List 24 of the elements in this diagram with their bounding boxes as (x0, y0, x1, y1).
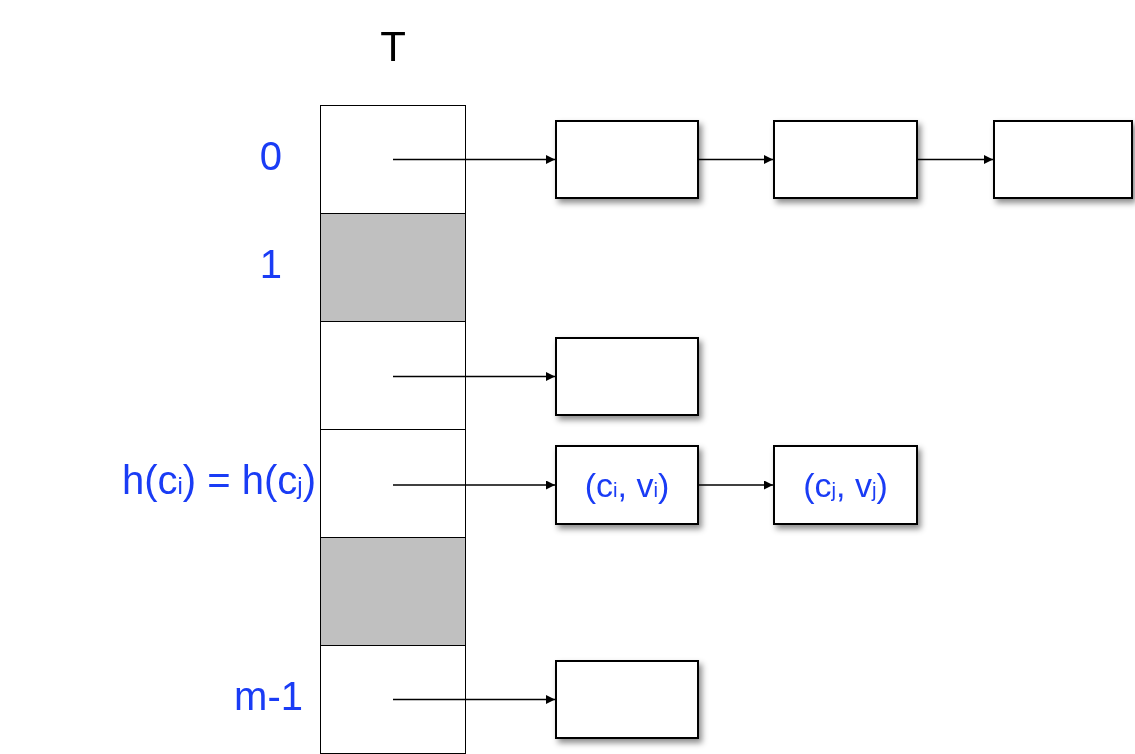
arrow (392, 695, 556, 704)
table-cell (320, 321, 466, 430)
list-node-box (555, 660, 699, 739)
index-label: m-1 (234, 673, 303, 719)
arrow (392, 372, 556, 381)
table-cell (320, 213, 466, 322)
arrow (698, 480, 774, 490)
arrow (698, 155, 774, 164)
arrow (392, 155, 556, 164)
list-node-box (993, 120, 1133, 199)
index-label: 0 (259, 133, 282, 179)
table-cell (320, 537, 466, 646)
index-label: 1 (259, 241, 282, 287)
list-node-box (555, 337, 699, 416)
list-node-box (773, 445, 918, 525)
arrow (917, 155, 994, 164)
list-node-box (773, 120, 918, 199)
list-node-box (555, 445, 699, 525)
table-name: T (379, 23, 407, 71)
table-cell (320, 105, 466, 214)
list-node-box (555, 120, 699, 199)
table-cell (320, 645, 466, 754)
arrow (392, 480, 556, 490)
table-cell (320, 429, 466, 538)
